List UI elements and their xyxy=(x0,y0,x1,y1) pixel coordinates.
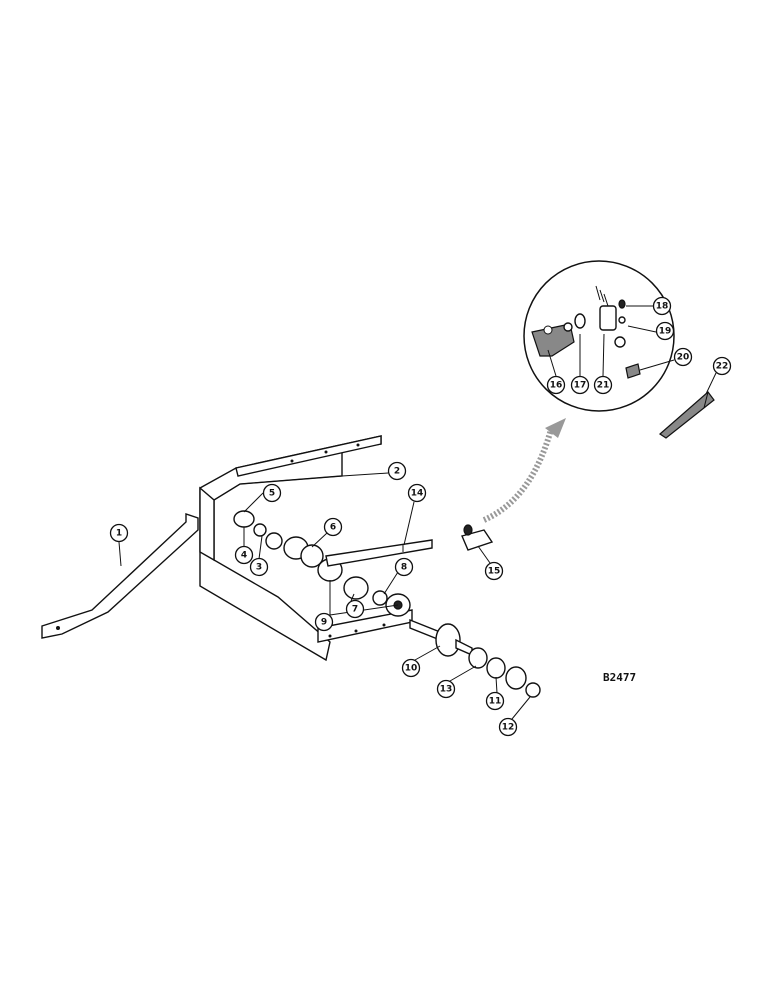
callout-circle xyxy=(234,545,254,565)
callout-c21: 21 xyxy=(593,375,613,395)
callout-number: 17 xyxy=(574,381,587,391)
handle-bar xyxy=(659,391,715,439)
housing-frame xyxy=(199,435,413,662)
callout-c16: 16 xyxy=(546,375,566,395)
callout-circle xyxy=(498,717,518,737)
callout-c3: 3 xyxy=(249,557,269,577)
callout-c20: 20 xyxy=(673,347,693,367)
callout-number: 2 xyxy=(394,467,400,477)
clamp-block xyxy=(461,524,494,551)
callout-c4: 4 xyxy=(234,545,254,565)
callout-c22: 22 xyxy=(712,356,732,376)
callout-number: 21 xyxy=(597,381,610,391)
callout-number: 20 xyxy=(677,353,690,363)
shaft xyxy=(325,539,433,567)
outer-bearings xyxy=(468,647,541,698)
callout-circle xyxy=(345,599,365,619)
callout-circle xyxy=(262,483,282,503)
callout-number: 10 xyxy=(405,664,418,674)
callout-c19: 19 xyxy=(655,321,675,341)
callout-number: 16 xyxy=(550,381,563,391)
callout-circle xyxy=(484,561,504,581)
callout-number: 11 xyxy=(489,697,502,707)
callout-c12: 12 xyxy=(498,717,518,737)
callout-c6: 6 xyxy=(323,517,343,537)
callout-c17: 17 xyxy=(570,375,590,395)
callout-c18: 18 xyxy=(652,296,672,316)
callout-number: 22 xyxy=(716,362,729,372)
callout-number: 9 xyxy=(321,618,327,628)
callout-circle xyxy=(387,461,407,481)
callout-number: 13 xyxy=(440,685,453,695)
detail-inset xyxy=(523,260,675,412)
callout-number: 6 xyxy=(330,523,336,533)
callout-number: 18 xyxy=(656,302,669,312)
callout-number: 19 xyxy=(659,327,672,337)
callout-circle xyxy=(655,321,675,341)
callout-c15: 15 xyxy=(484,561,504,581)
callout-circle xyxy=(546,375,566,395)
callout-c5: 5 xyxy=(262,483,282,503)
callout-number: 5 xyxy=(269,489,275,499)
callout-circle xyxy=(109,523,129,543)
brace-bar xyxy=(41,513,199,639)
callout-c8: 8 xyxy=(394,557,414,577)
callout-c1: 1 xyxy=(109,523,129,543)
callout-circle xyxy=(570,375,590,395)
callout-circle xyxy=(323,517,343,537)
callout-circle xyxy=(401,658,421,678)
callout-circle xyxy=(407,483,427,503)
callout-circle xyxy=(593,375,613,395)
callout-number: 3 xyxy=(256,563,262,573)
callout-circle xyxy=(652,296,672,316)
callout-number: 1 xyxy=(116,529,122,539)
hub-assembly xyxy=(233,510,411,617)
callout-c10: 10 xyxy=(401,658,421,678)
drawing-code: B2477 xyxy=(603,671,636,684)
crank xyxy=(409,618,473,657)
callout-circle xyxy=(394,557,414,577)
callout-c9: 9 xyxy=(314,612,334,632)
callout-circle xyxy=(249,557,269,577)
callout-number: 8 xyxy=(401,563,407,573)
callout-number: 14 xyxy=(411,489,424,499)
callout-c13: 13 xyxy=(436,679,456,699)
callout-number: 7 xyxy=(352,605,358,615)
callout-c11: 11 xyxy=(485,691,505,711)
callout-c14: 14 xyxy=(407,483,427,503)
detail-arrow xyxy=(482,418,566,523)
callout-circle xyxy=(314,612,334,632)
callout-circle xyxy=(712,356,732,376)
callout-number: 15 xyxy=(488,567,501,577)
callout-circle xyxy=(485,691,505,711)
callout-number: 12 xyxy=(502,723,515,733)
callout-c2: 2 xyxy=(387,461,407,481)
callout-circle xyxy=(436,679,456,699)
callout-c7: 7 xyxy=(345,599,365,619)
callout-number: 4 xyxy=(241,551,247,561)
callout-circle xyxy=(673,347,693,367)
